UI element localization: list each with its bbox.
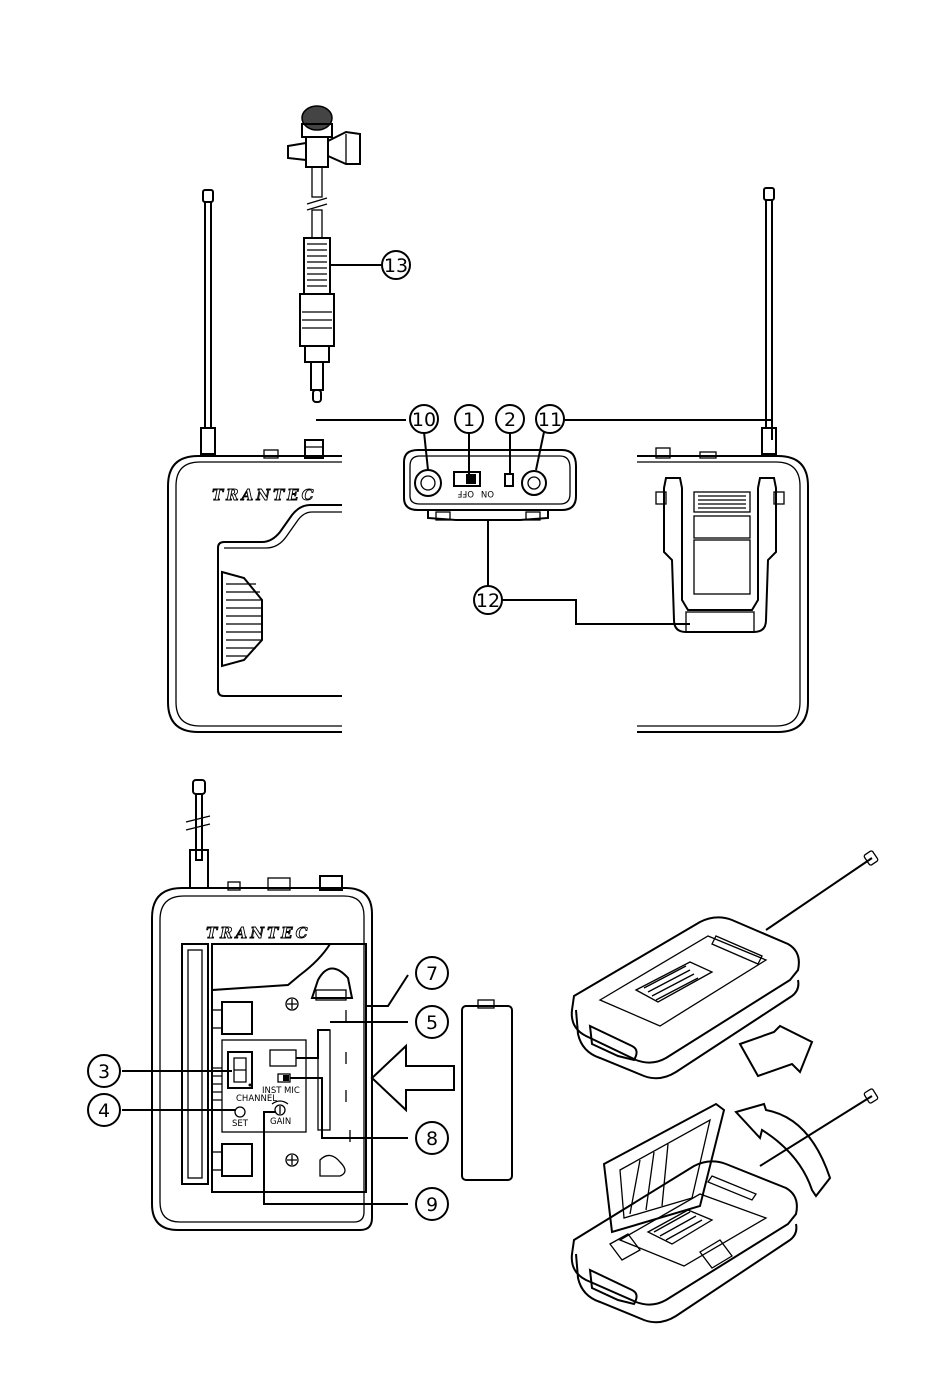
transmitter-open-panel-view: TRANTEC CHANNEL SET INS bbox=[152, 780, 372, 1230]
transmitter-back-view bbox=[637, 188, 808, 732]
callout-8: 8 bbox=[416, 1122, 448, 1154]
callout-11-label: 11 bbox=[538, 409, 562, 431]
callout-12-label: 12 bbox=[476, 590, 500, 612]
callout-4: 4 bbox=[88, 1094, 120, 1126]
top-off-label: OFF bbox=[457, 488, 474, 498]
callout-9-label: 9 bbox=[426, 1194, 438, 1216]
lavalier-microphone bbox=[288, 106, 360, 402]
transmitter-isometric-closed bbox=[572, 850, 879, 1078]
callout-1-label: 1 bbox=[463, 409, 475, 431]
top-on-label: ON bbox=[481, 488, 494, 498]
panel-brand-label: TRANTEC bbox=[206, 924, 311, 942]
callout-7-label: 7 bbox=[426, 963, 438, 985]
callout-13: 13 bbox=[382, 251, 410, 279]
callout-11: 11 bbox=[536, 405, 564, 433]
callout-2: 2 bbox=[496, 405, 524, 433]
callout-3-label: 3 bbox=[98, 1061, 110, 1083]
callout-8-label: 8 bbox=[426, 1128, 438, 1150]
callout-2-label: 2 bbox=[504, 409, 516, 431]
callout-13-label: 13 bbox=[384, 255, 408, 277]
callout-4-label: 4 bbox=[98, 1100, 110, 1122]
callout-10-label: 10 bbox=[412, 409, 436, 431]
callout-5: 5 bbox=[416, 1006, 448, 1038]
lift-lid-arrow bbox=[736, 1104, 830, 1196]
callout-12: 12 bbox=[474, 586, 502, 614]
slide-door-arrow bbox=[740, 1026, 812, 1076]
callout-9: 9 bbox=[416, 1188, 448, 1220]
mic-label: MIC bbox=[284, 1086, 300, 1096]
front-brand-label: TRANTEC bbox=[212, 486, 317, 504]
callout-7: 7 bbox=[416, 957, 448, 989]
transmitter-isometric-open bbox=[572, 1088, 879, 1322]
callout-3: 3 bbox=[88, 1055, 120, 1087]
transmitter-front-view: TRANTEC bbox=[168, 190, 342, 732]
battery-cell bbox=[462, 1000, 512, 1180]
gain-label: GAIN bbox=[270, 1117, 291, 1127]
callout-10: 10 bbox=[410, 405, 438, 433]
transmitter-top-view: OFF ON bbox=[404, 450, 576, 520]
callout-5-label: 5 bbox=[426, 1012, 438, 1034]
set-label: SET bbox=[232, 1119, 249, 1129]
insert-battery-arrow bbox=[372, 1046, 454, 1110]
inst-label: INST bbox=[262, 1086, 282, 1096]
callout-1: 1 bbox=[455, 405, 483, 433]
